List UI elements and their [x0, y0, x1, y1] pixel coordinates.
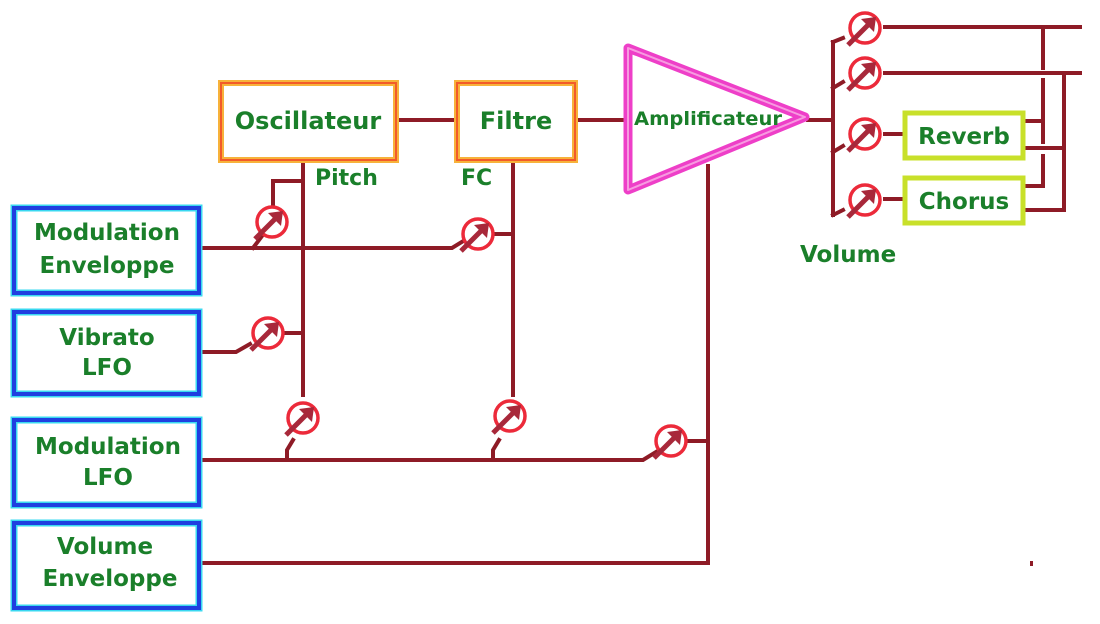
wire-send-tap-3	[830, 143, 846, 155]
wire-vibrato-lfo	[201, 341, 253, 354]
vibrato-lfo-line-1: Vibrato	[59, 325, 154, 351]
attenuator-knob-icon[interactable]	[654, 426, 686, 458]
attenuator-knob-icon[interactable]	[286, 403, 318, 435]
wire-modlfo-fc-tap	[491, 437, 502, 462]
filtre-label: Filtre	[480, 107, 552, 135]
wire-return-right	[1024, 71, 1066, 212]
volume-enveloppe-line-2: Enveloppe	[43, 566, 178, 592]
attenuator-knob-icon[interactable]	[848, 119, 880, 151]
wires	[201, 25, 1082, 566]
wire-modlfo-pitch-tap	[285, 437, 296, 462]
attenuator-knob-icon[interactable]	[848, 13, 880, 45]
attenuator-knob-icon[interactable]	[848, 58, 880, 90]
wire-mod-env	[201, 237, 468, 250]
attenuator-knob-icon[interactable]	[493, 401, 525, 433]
modulation-enveloppe-source[interactable]: Modulation Enveloppe	[10, 204, 203, 297]
modulation-enveloppe-line-1: Modulation	[34, 220, 180, 246]
attenuator-knob-icon[interactable]	[848, 185, 880, 217]
fc-label: FC	[461, 166, 492, 191]
modulation-lfo-source[interactable]: Modulation LFO	[10, 416, 203, 509]
chorus-label: Chorus	[919, 189, 1009, 215]
pitch-label: Pitch	[315, 166, 378, 191]
stray-dot	[1030, 561, 1033, 566]
volume-label: Volume	[800, 242, 896, 268]
modulation-enveloppe-line-2: Enveloppe	[40, 253, 175, 279]
volume-enveloppe-source[interactable]: Volume Enveloppe	[10, 519, 203, 612]
volume-enveloppe-line-1: Volume	[57, 534, 153, 560]
attenuator-knob-icon[interactable]	[251, 318, 283, 350]
attenuator-knob-icon[interactable]	[461, 219, 493, 251]
amplificateur-module[interactable]: Amplificateur	[623, 43, 810, 195]
chorus-module[interactable]: Chorus	[902, 175, 1026, 226]
vibrato-lfo-line-2: LFO	[82, 355, 132, 381]
reverb-module[interactable]: Reverb	[902, 110, 1026, 161]
attenuator-knob-icon[interactable]	[255, 207, 287, 239]
wire-vol-env-amp	[201, 164, 710, 565]
oscillateur-module[interactable]: Oscillateur	[218, 80, 399, 163]
wire-modenv-tap	[250, 233, 265, 251]
reverb-label: Reverb	[918, 124, 1010, 150]
vibrato-lfo-source[interactable]: Vibrato LFO	[10, 308, 203, 398]
modulation-lfo-line-1: Modulation	[35, 434, 181, 460]
filtre-module[interactable]: Filtre	[454, 80, 578, 163]
wire-mod-lfo	[201, 449, 659, 462]
wire-modenv-pitch-att	[271, 179, 305, 207]
wire-send-tap-4	[830, 207, 846, 218]
oscillateur-label: Oscillateur	[235, 107, 382, 135]
wire-send-tap-1	[830, 35, 846, 45]
modulation-lfo-line-2: LFO	[83, 465, 133, 491]
amplificateur-label: Amplificateur	[634, 108, 783, 130]
wire-send-tap-2	[830, 79, 846, 91]
attenuators	[251, 13, 880, 458]
